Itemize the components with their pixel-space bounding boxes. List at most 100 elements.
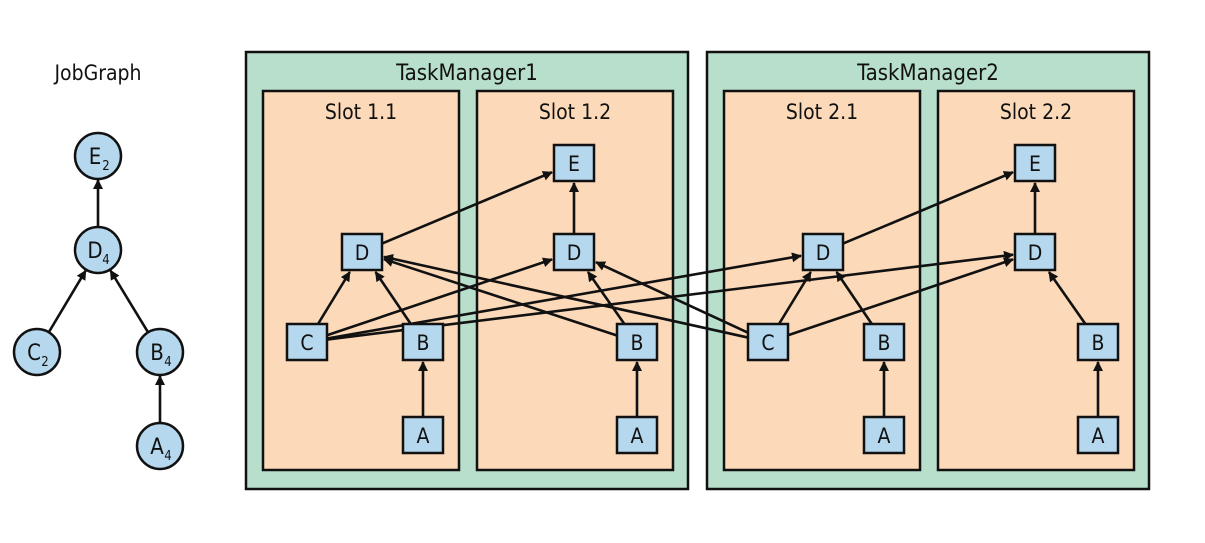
task-connection-9 (326, 257, 553, 337)
slot-1-1-task-a: A (401, 415, 445, 455)
task-manager-1-title: TaskManager1 (395, 61, 538, 86)
task-label: A (417, 424, 430, 448)
task-connection-20 (383, 257, 618, 337)
job-graph-edge-c-d (47, 269, 87, 333)
task-manager-2-title: TaskManager2 (856, 61, 999, 86)
job-graph-node-label: E (89, 145, 102, 170)
task-connection-15 (787, 257, 1014, 337)
task-box (1076, 322, 1120, 362)
slot-2-2-task-d: D (1013, 232, 1057, 272)
task-connection-7 (842, 171, 1014, 245)
job-graph-node-circle (73, 225, 123, 275)
task-connection-8 (316, 271, 351, 325)
task-connection-13 (595, 261, 749, 334)
task-label: C (761, 331, 774, 355)
task-box (615, 322, 659, 362)
slot-2-2-task-a: A (1076, 415, 1120, 455)
task-label: D (1028, 241, 1043, 265)
task-connection-14 (777, 271, 812, 325)
slot-1-2-task-b: B (615, 322, 659, 362)
job-graph-node-circle (135, 421, 185, 471)
task-label: D (355, 241, 370, 265)
task-box (1013, 232, 1057, 272)
slot-1-1: Slot 1.1 (261, 89, 461, 472)
task-box (401, 322, 445, 362)
slot-2-1-box (722, 89, 922, 472)
task-connection-12 (383, 253, 749, 339)
job-graph-node-circle (12, 327, 62, 377)
task-label: D (816, 241, 831, 265)
slot-1-2-task-a: A (615, 415, 659, 455)
job-graph-node-parallelism: 4 (164, 449, 171, 464)
job-graph-edge-b-d (109, 269, 150, 334)
job-graph-node-circle (135, 327, 185, 377)
job-graph-node-label: B (150, 341, 164, 366)
slot-2-1-task-a: A (862, 415, 906, 455)
job-graph-node-parallelism: 4 (164, 355, 171, 370)
job-graph-node-label: C (27, 341, 41, 366)
task-label: E (568, 152, 580, 176)
slot-2-1-task-b: B (862, 322, 906, 362)
job-graph-edges (47, 179, 165, 423)
job-graph-node-parallelism: 2 (41, 355, 48, 370)
task-label: B (631, 331, 644, 355)
slot-2-2-task-b: B (1076, 322, 1120, 362)
slot-2-1-task-c: C (746, 322, 790, 362)
job-graph-node-parallelism: 4 (102, 253, 109, 268)
task-box (746, 322, 790, 362)
job-graph-node-label: D (87, 239, 102, 264)
task-box (340, 232, 384, 272)
task-label: D (567, 241, 582, 265)
task-box (862, 322, 906, 362)
task-connections (316, 171, 1103, 417)
task-label: B (878, 331, 891, 355)
slot-1-1-title: Slot 1.1 (325, 100, 397, 124)
task-label: A (878, 424, 891, 448)
slot-1-1-task-c: C (285, 322, 329, 362)
job-graph-title: JobGraph (53, 61, 141, 85)
slot-2-1-task-d: D (801, 232, 845, 272)
slot-2-2-title: Slot 2.2 (1000, 100, 1072, 124)
task-box (1076, 415, 1120, 455)
task-box (285, 322, 329, 362)
task-connection-16 (374, 271, 412, 325)
task-box (552, 232, 596, 272)
task-connection-6 (381, 171, 553, 245)
task-label: B (1092, 331, 1105, 355)
task-label: C (300, 331, 313, 355)
slot-1-1-task-d: D (340, 232, 384, 272)
task-label: A (631, 424, 644, 448)
slot-1-1-box (261, 89, 461, 472)
task-connection-19 (1047, 271, 1087, 325)
task-label: B (417, 331, 430, 355)
task-connection-18 (835, 271, 873, 325)
slot-2-2-task-e: E (1013, 143, 1057, 183)
task-box (1013, 143, 1057, 183)
task-label: A (1092, 424, 1105, 448)
task-box (552, 143, 596, 183)
task-box (401, 415, 445, 455)
job-graph-node-label: A (150, 435, 164, 460)
task-label: E (1029, 152, 1041, 176)
task-connection-17 (586, 271, 626, 325)
task-box (862, 415, 906, 455)
task-box (801, 232, 845, 272)
slot-2-1-title: Slot 2.1 (786, 100, 858, 124)
job-graph-node-parallelism: 2 (102, 159, 109, 174)
slot-1-2-task-e: E (552, 143, 596, 183)
slot-1-1-task-b: B (401, 322, 445, 362)
slot-1-2-task-d: D (552, 232, 596, 272)
task-nodes: D C B A E D B A D C B A E D B A (285, 143, 1120, 455)
slot-2-1: Slot 2.1 (722, 89, 922, 472)
slot-1-2-title: Slot 1.2 (539, 100, 611, 124)
task-box (615, 415, 659, 455)
job-graph-node-circle (73, 131, 123, 181)
